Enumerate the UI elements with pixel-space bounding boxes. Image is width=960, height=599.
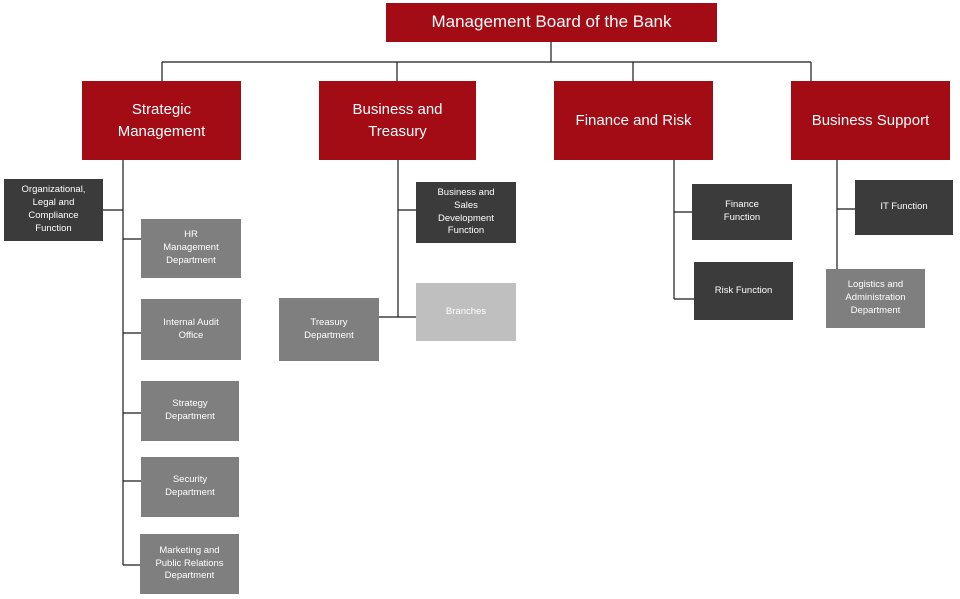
management-board-box: Management Board of the Bank [386,3,717,42]
marketing-pr-box: Marketing and Public Relations Departmen… [140,534,239,594]
hr-management-box: HR Management Department [141,219,241,278]
it-function-box: IT Function [855,180,953,235]
internal-audit-box: Internal Audit Office [141,299,241,360]
logistics-administration-box: Logistics and Administration Department [826,269,925,328]
business-support-box: Business Support [791,81,950,160]
risk-function-box: Risk Function [694,262,793,320]
business-sales-development-box: Business and Sales Development Function [416,182,516,243]
business-treasury-box: Business and Treasury [319,81,476,160]
security-department-box: Security Department [141,457,239,517]
finance-function-box: Finance Function [692,184,792,240]
strategy-department-box: Strategy Department [141,381,239,441]
finance-risk-box: Finance and Risk [554,81,713,160]
organizational-legal-compliance-box: Organizational, Legal and Compliance Fun… [4,179,103,241]
branches-box: Branches [416,283,516,341]
treasury-department-box: Treasury Department [279,298,379,361]
strategic-management-box: Strategic Management [82,81,241,160]
